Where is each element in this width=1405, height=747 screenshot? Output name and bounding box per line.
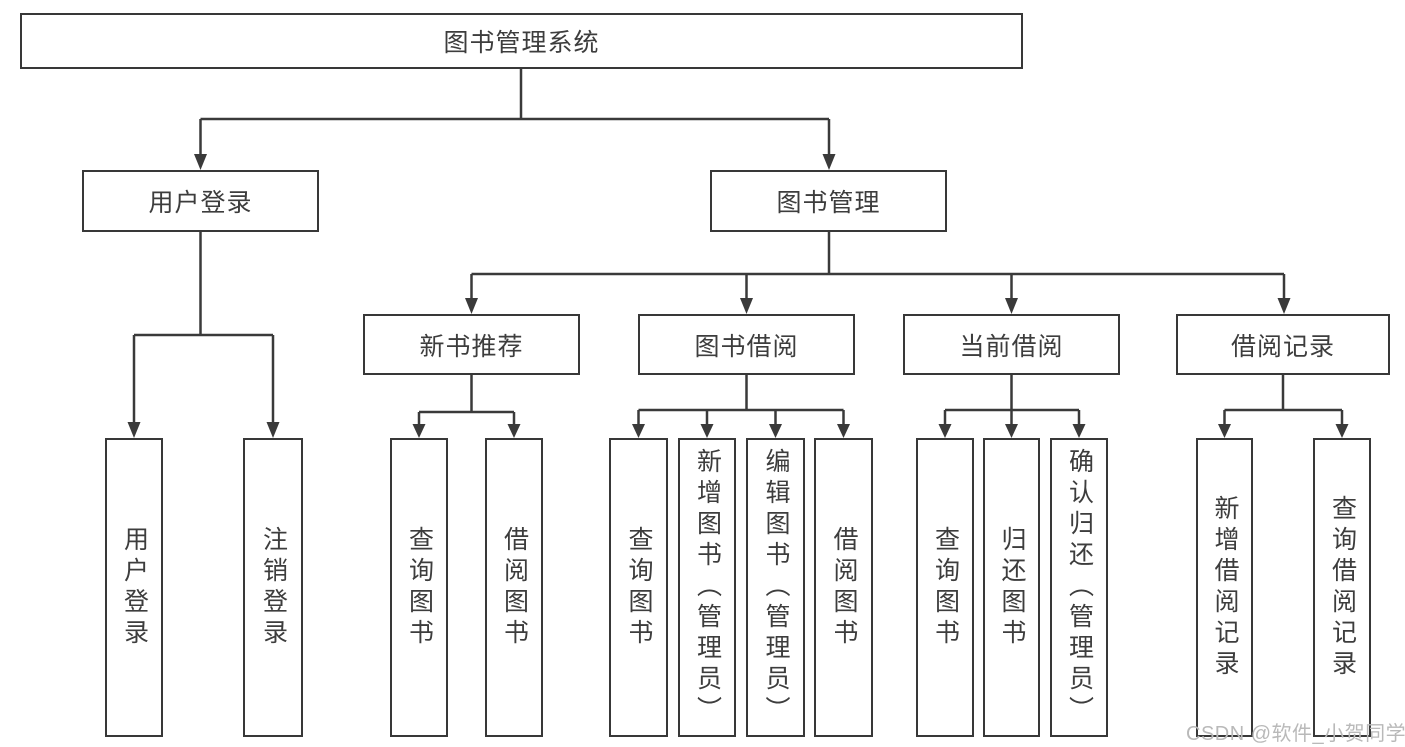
- node-root-library-system: 图书管理系统: [20, 13, 1023, 69]
- node-book-management: 图书管理: [710, 170, 947, 232]
- leaf-return-books-label: 归还图书: [998, 525, 1026, 650]
- node-book-borrow-label: 图书借阅: [694, 332, 799, 361]
- leaf-return-books: 归还图书: [983, 438, 1040, 737]
- leaf-confirm-return-admin-label: 确认归还（管理员）: [1065, 448, 1094, 727]
- node-book-management-label: 图书管理: [776, 189, 881, 217]
- leaf-borrow-books: 借阅图书: [814, 438, 873, 737]
- leaf-logout-label: 注销登录: [259, 525, 288, 650]
- csdn-watermark: CSDN @软件_小贺同学: [1186, 723, 1405, 745]
- connector-book-borrow-children: [632, 375, 850, 438]
- leaf-add-borrow-record-label: 新增借阅记录: [1211, 494, 1239, 681]
- leaf-add-borrow-record: 新增借阅记录: [1196, 438, 1253, 737]
- connector-new-book-recommend-children: [412, 375, 521, 438]
- leaf-add-books-admin-label: 新增图书（管理员）: [693, 448, 722, 727]
- node-current-borrow: 当前借阅: [903, 314, 1120, 375]
- leaf-query-books-current-label: 查询图书: [931, 525, 960, 650]
- node-borrow-records-label: 借阅记录: [1230, 332, 1335, 361]
- connector-borrow-records-children: [1218, 375, 1349, 438]
- leaf-query-books-borrow: 查询图书: [609, 438, 668, 737]
- leaf-query-borrow-record: 查询借阅记录: [1313, 438, 1371, 737]
- node-book-borrow: 图书借阅: [638, 314, 855, 375]
- connector-current-borrow-children: [938, 375, 1086, 438]
- leaf-add-books-admin: 新增图书（管理员）: [678, 438, 736, 737]
- leaf-user-login-label: 用户登录: [120, 525, 149, 650]
- node-new-book-recommend-label: 新书推荐: [419, 332, 524, 361]
- leaf-borrow-books-label: 借阅图书: [830, 525, 858, 650]
- leaf-edit-books-admin-label: 编辑图书（管理员）: [762, 448, 790, 727]
- leaf-query-books-recommend: 查询图书: [390, 438, 448, 737]
- node-user-login-label: 用户登录: [148, 189, 253, 217]
- node-current-borrow-label: 当前借阅: [959, 332, 1064, 361]
- leaf-user-login: 用户登录: [105, 438, 163, 737]
- node-borrow-records: 借阅记录: [1176, 314, 1390, 375]
- leaf-edit-books-admin: 编辑图书（管理员）: [746, 438, 805, 737]
- leaf-borrow-books-recommend: 借阅图书: [485, 438, 543, 737]
- connector-book-management-children: [465, 232, 1291, 314]
- connector-user-login-children: [127, 232, 280, 438]
- leaf-logout: 注销登录: [243, 438, 303, 737]
- leaf-query-books-current: 查询图书: [916, 438, 974, 737]
- leaf-confirm-return-admin: 确认归还（管理员）: [1050, 438, 1108, 737]
- node-user-login: 用户登录: [82, 170, 319, 232]
- leaf-query-borrow-record-label: 查询借阅记录: [1328, 494, 1357, 681]
- leaf-query-books-borrow-label: 查询图书: [625, 525, 653, 650]
- node-root-label: 图书管理系统: [443, 29, 600, 57]
- leaf-query-books-recommend-label: 查询图书: [405, 525, 434, 650]
- connector-root-to-level2: [194, 69, 836, 170]
- leaf-borrow-books-recommend-label: 借阅图书: [500, 525, 529, 650]
- node-new-book-recommend: 新书推荐: [363, 314, 580, 375]
